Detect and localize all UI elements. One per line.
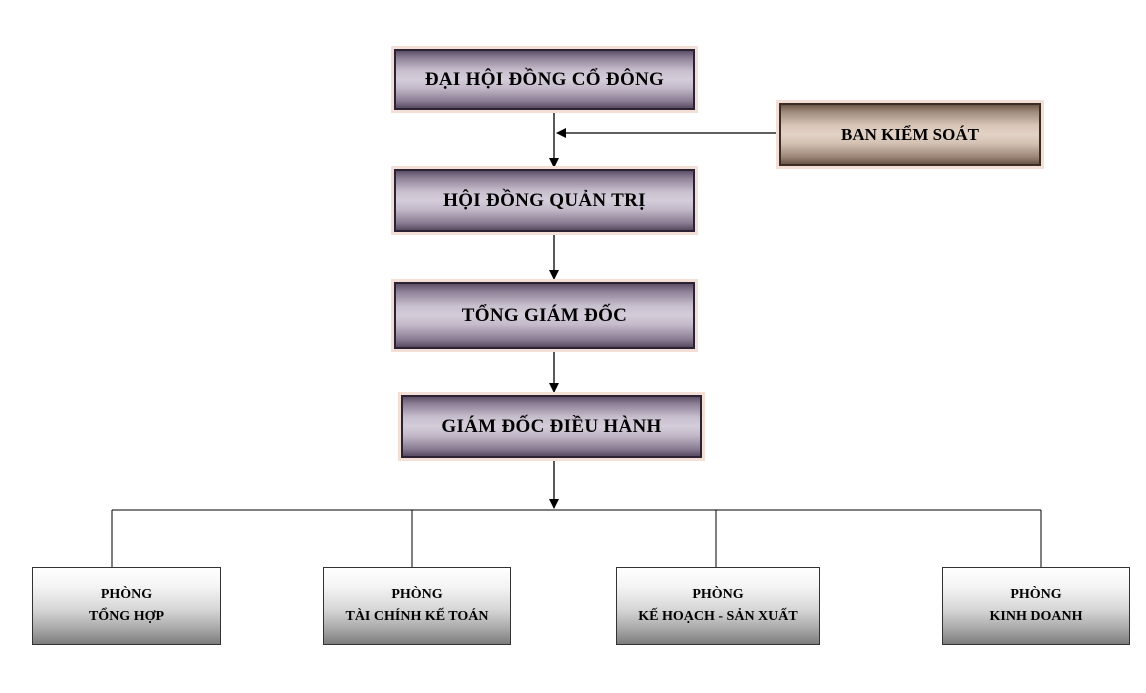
node-label: GIÁM ĐỐC ĐIỀU HÀNH	[441, 415, 662, 437]
node-label: HỘI ĐỒNG QUẢN TRỊ	[443, 189, 646, 211]
node-shareholders-meeting: ĐẠI HỘI ĐỒNG CỔ ĐÔNG	[394, 49, 695, 110]
department-prefix: PHÒNG	[1010, 587, 1062, 602]
node-supervisory-board: BAN KIỂM SOÁT	[779, 103, 1041, 166]
department-name: TỔNG HỢP	[88, 609, 165, 624]
department-name: KINH DOANH	[989, 609, 1083, 624]
node-board-of-directors: HỘI ĐỒNG QUẢN TRỊ	[394, 169, 695, 232]
department-prefix: PHÒNG	[100, 587, 153, 602]
node-label: ĐẠI HỘI ĐỒNG CỔ ĐÔNG	[424, 68, 665, 90]
department-name: TÀI CHÍNH KẾ TOÁN	[345, 609, 489, 624]
department-prefix: PHÒNG	[391, 587, 443, 602]
node-department-sales: PHÒNG KINH DOANH	[942, 567, 1130, 645]
node-general-director: TỔNG GIÁM ĐỐC	[394, 282, 695, 349]
node-label: BAN KIỂM SOÁT	[841, 124, 979, 144]
department-name: KẾ HOẠCH - SẢN XUẤT	[638, 609, 798, 624]
node-department-general: PHÒNG TỔNG HỢP	[32, 567, 221, 645]
department-prefix: PHÒNG	[692, 587, 744, 602]
node-department-finance: PHÒNG TÀI CHÍNH KẾ TOÁN	[323, 567, 511, 645]
node-department-planning: PHÒNG KẾ HOẠCH - SẢN XUẤT	[616, 567, 820, 645]
node-label: TỔNG GIÁM ĐỐC	[461, 304, 628, 326]
node-executive-director: GIÁM ĐỐC ĐIỀU HÀNH	[401, 395, 702, 458]
